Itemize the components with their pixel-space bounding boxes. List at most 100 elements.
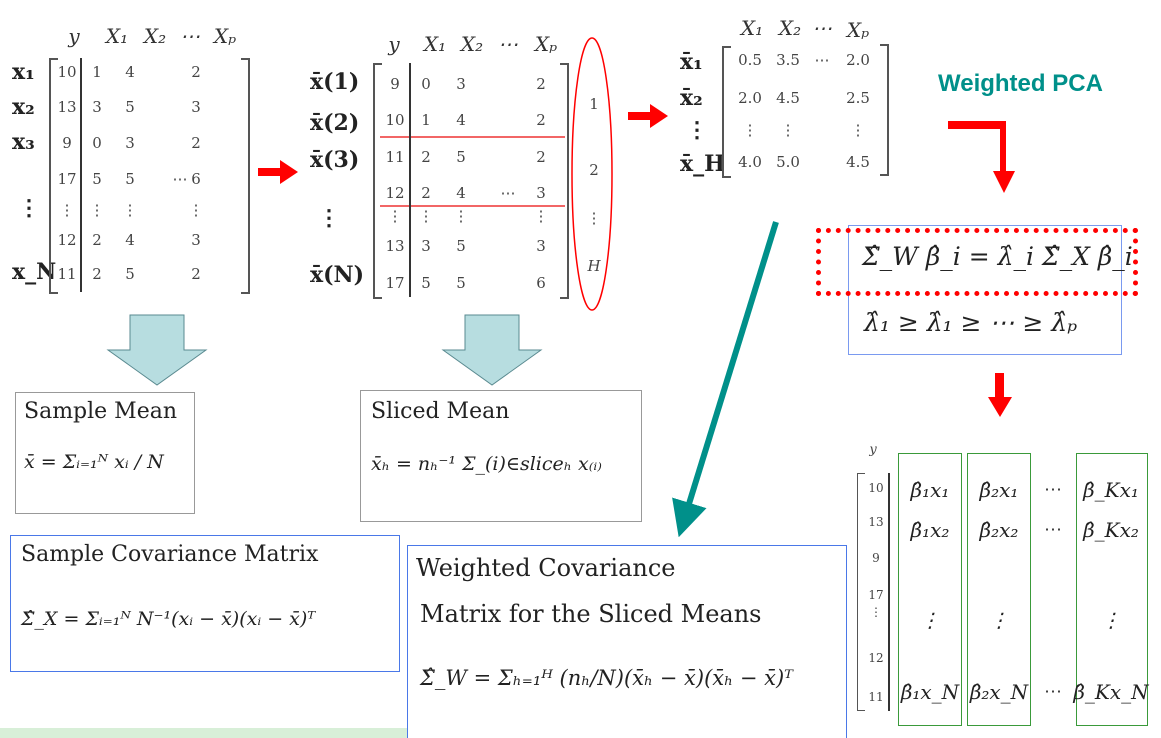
- matrix-cell: 2.0: [738, 89, 762, 107]
- down-arrow-sample-mean: [106, 314, 208, 386]
- matrix-cell: 6: [191, 170, 201, 188]
- matrix-cell: 3.5: [776, 51, 800, 69]
- matrix-cell: ⋮: [418, 207, 434, 225]
- red-arrow-2: [628, 104, 668, 128]
- matrix-cell: ⋮: [533, 207, 549, 225]
- projection-cell: β̂₂x₂: [979, 518, 1019, 542]
- row-label: x̄_H: [680, 151, 725, 177]
- matrix-cell: 6: [536, 274, 546, 292]
- col-header: y: [869, 442, 877, 458]
- teal-arrow: [672, 221, 779, 538]
- projection-cell: β̂_Kx₂: [1083, 518, 1139, 542]
- box-title: Matrix for the Sliced Means: [420, 600, 762, 628]
- matrix-cell: 9: [390, 75, 400, 93]
- col-header: ⋯: [180, 24, 200, 48]
- matrix-cell: 4: [456, 111, 466, 129]
- row-label: x₃: [12, 129, 35, 155]
- matrix-cell: 4: [125, 63, 135, 81]
- projection-cell: β̂_Kx_N: [1073, 680, 1149, 704]
- col-header: X₂: [778, 16, 802, 40]
- box-title: Weighted Covariance: [416, 554, 676, 582]
- matrix-cell: 3: [125, 134, 135, 152]
- matrix-cell: 2: [191, 265, 201, 283]
- slice-label: 2: [589, 161, 599, 179]
- row-label: ⋮: [18, 195, 40, 221]
- ellipsis: ⋯: [1044, 479, 1062, 501]
- row-label: x₁: [12, 59, 35, 85]
- eigen-ordering: λ̂₁ ≥ λ̂₁ ≥ ⋯ ≥ λ̂ₚ: [864, 308, 1078, 337]
- bottom-strip: [0, 728, 420, 738]
- matrix-cell: 1: [92, 63, 102, 81]
- matrix-cell: 2.0: [846, 51, 870, 69]
- row-label: x̄(2): [310, 110, 360, 136]
- col-header: ⋯: [498, 32, 518, 56]
- formula: Σ̂_W = Σₕ₌₁ᴴ (nₕ/N)(x̄ₕ − x̄)(x̄ₕ − x̄)ᵀ: [420, 666, 793, 690]
- col-header: X₂: [460, 32, 484, 56]
- matrix-cell: 2: [421, 184, 431, 202]
- matrix-cell: 11: [385, 148, 405, 166]
- bracket-left: [857, 473, 865, 711]
- matrix-cell: 4: [125, 231, 135, 249]
- col-header: y: [388, 32, 400, 56]
- formula: x̄ₕ = nₕ⁻¹ Σ_(i)∈sliceₕ x₍ᵢ₎: [371, 453, 602, 475]
- matrix-cell: 5: [456, 274, 466, 292]
- matrix-cell: 11: [57, 265, 77, 283]
- y-value: 9: [872, 551, 880, 565]
- formula: Σ̂_X = Σᵢ₌₁ᴺ N⁻¹(xᵢ − x̄)(xᵢ − x̄)ᵀ: [21, 608, 316, 630]
- matrix-cell: 3: [456, 75, 466, 93]
- matrix-cell: 13: [385, 237, 405, 255]
- projection-cell: β̂₁x₂: [910, 518, 950, 542]
- y-value: 12: [868, 651, 884, 665]
- sample-mean-box: Sample Mean x̄ = Σᵢ₌₁ᴺ xᵢ / N: [15, 392, 195, 514]
- matrix-cell: 2.5: [846, 89, 870, 107]
- matrix-cell: 2: [191, 134, 201, 152]
- bracket-right: [560, 63, 569, 299]
- row-label: x̄(1): [310, 69, 360, 95]
- matrix-cell: ⋮: [59, 201, 75, 219]
- matrix-cell: 5: [456, 148, 466, 166]
- matrix-cell: 4.0: [738, 153, 762, 171]
- matrix-cell: 5.0: [776, 153, 800, 171]
- matrix-cell: ⋮: [89, 201, 105, 219]
- row-label: x̄₁: [680, 49, 703, 75]
- component-column-box: [898, 453, 962, 726]
- matrix-cell: 3: [191, 98, 201, 116]
- projection-cell: ⋮: [1101, 608, 1121, 632]
- projection-cell: β̂₁x_N: [900, 680, 960, 704]
- bracket-left: [722, 46, 731, 178]
- weighted-pca-label: Weighted PCA: [938, 70, 1103, 97]
- box-title: Sliced Mean: [371, 399, 510, 424]
- ellipsis: ⋯: [1044, 681, 1062, 703]
- matrix-cell: 5: [125, 98, 135, 116]
- y-value: 13: [868, 515, 884, 529]
- matrix-cell: ⋮: [850, 121, 866, 139]
- row-label: x₂: [12, 94, 35, 120]
- y-value: 17: [868, 588, 884, 602]
- eigen-equation: Σ̂_W β̂_i = λ̂_i Σ̂_X β̂_i: [862, 242, 1133, 271]
- matrix-cell: 5: [92, 170, 102, 188]
- matrix-cell: 5: [125, 265, 135, 283]
- col-header: ⋯: [812, 16, 832, 40]
- matrix-cell: 0: [92, 134, 102, 152]
- col-header: Xₚ: [534, 32, 558, 56]
- y-value: 10: [868, 481, 884, 495]
- col-header: Xₚ: [846, 18, 870, 42]
- matrix-cell: 2: [92, 231, 102, 249]
- matrix-cell: ⋮: [387, 207, 403, 225]
- sample-covariance-box: Sample Covariance Matrix Σ̂_X = Σᵢ₌₁ᴺ N⁻…: [10, 535, 400, 672]
- matrix-cell: 10: [385, 111, 405, 129]
- matrix-cell: 12: [385, 184, 405, 202]
- box-title: Sample Mean: [24, 399, 178, 424]
- matrix-cell: ⋮: [780, 121, 796, 139]
- row-label: ⋮: [686, 117, 708, 143]
- matrix-cell: 2: [536, 148, 546, 166]
- matrix-cell: 4: [456, 184, 466, 202]
- separator: [888, 473, 890, 711]
- matrix-cell: 10: [57, 63, 77, 81]
- slice-ellipse: [571, 37, 613, 311]
- bracket-right: [880, 44, 889, 176]
- matrix-cell: 13: [57, 98, 77, 116]
- col-header: X₁: [423, 32, 447, 56]
- matrix-cell: 3: [92, 98, 102, 116]
